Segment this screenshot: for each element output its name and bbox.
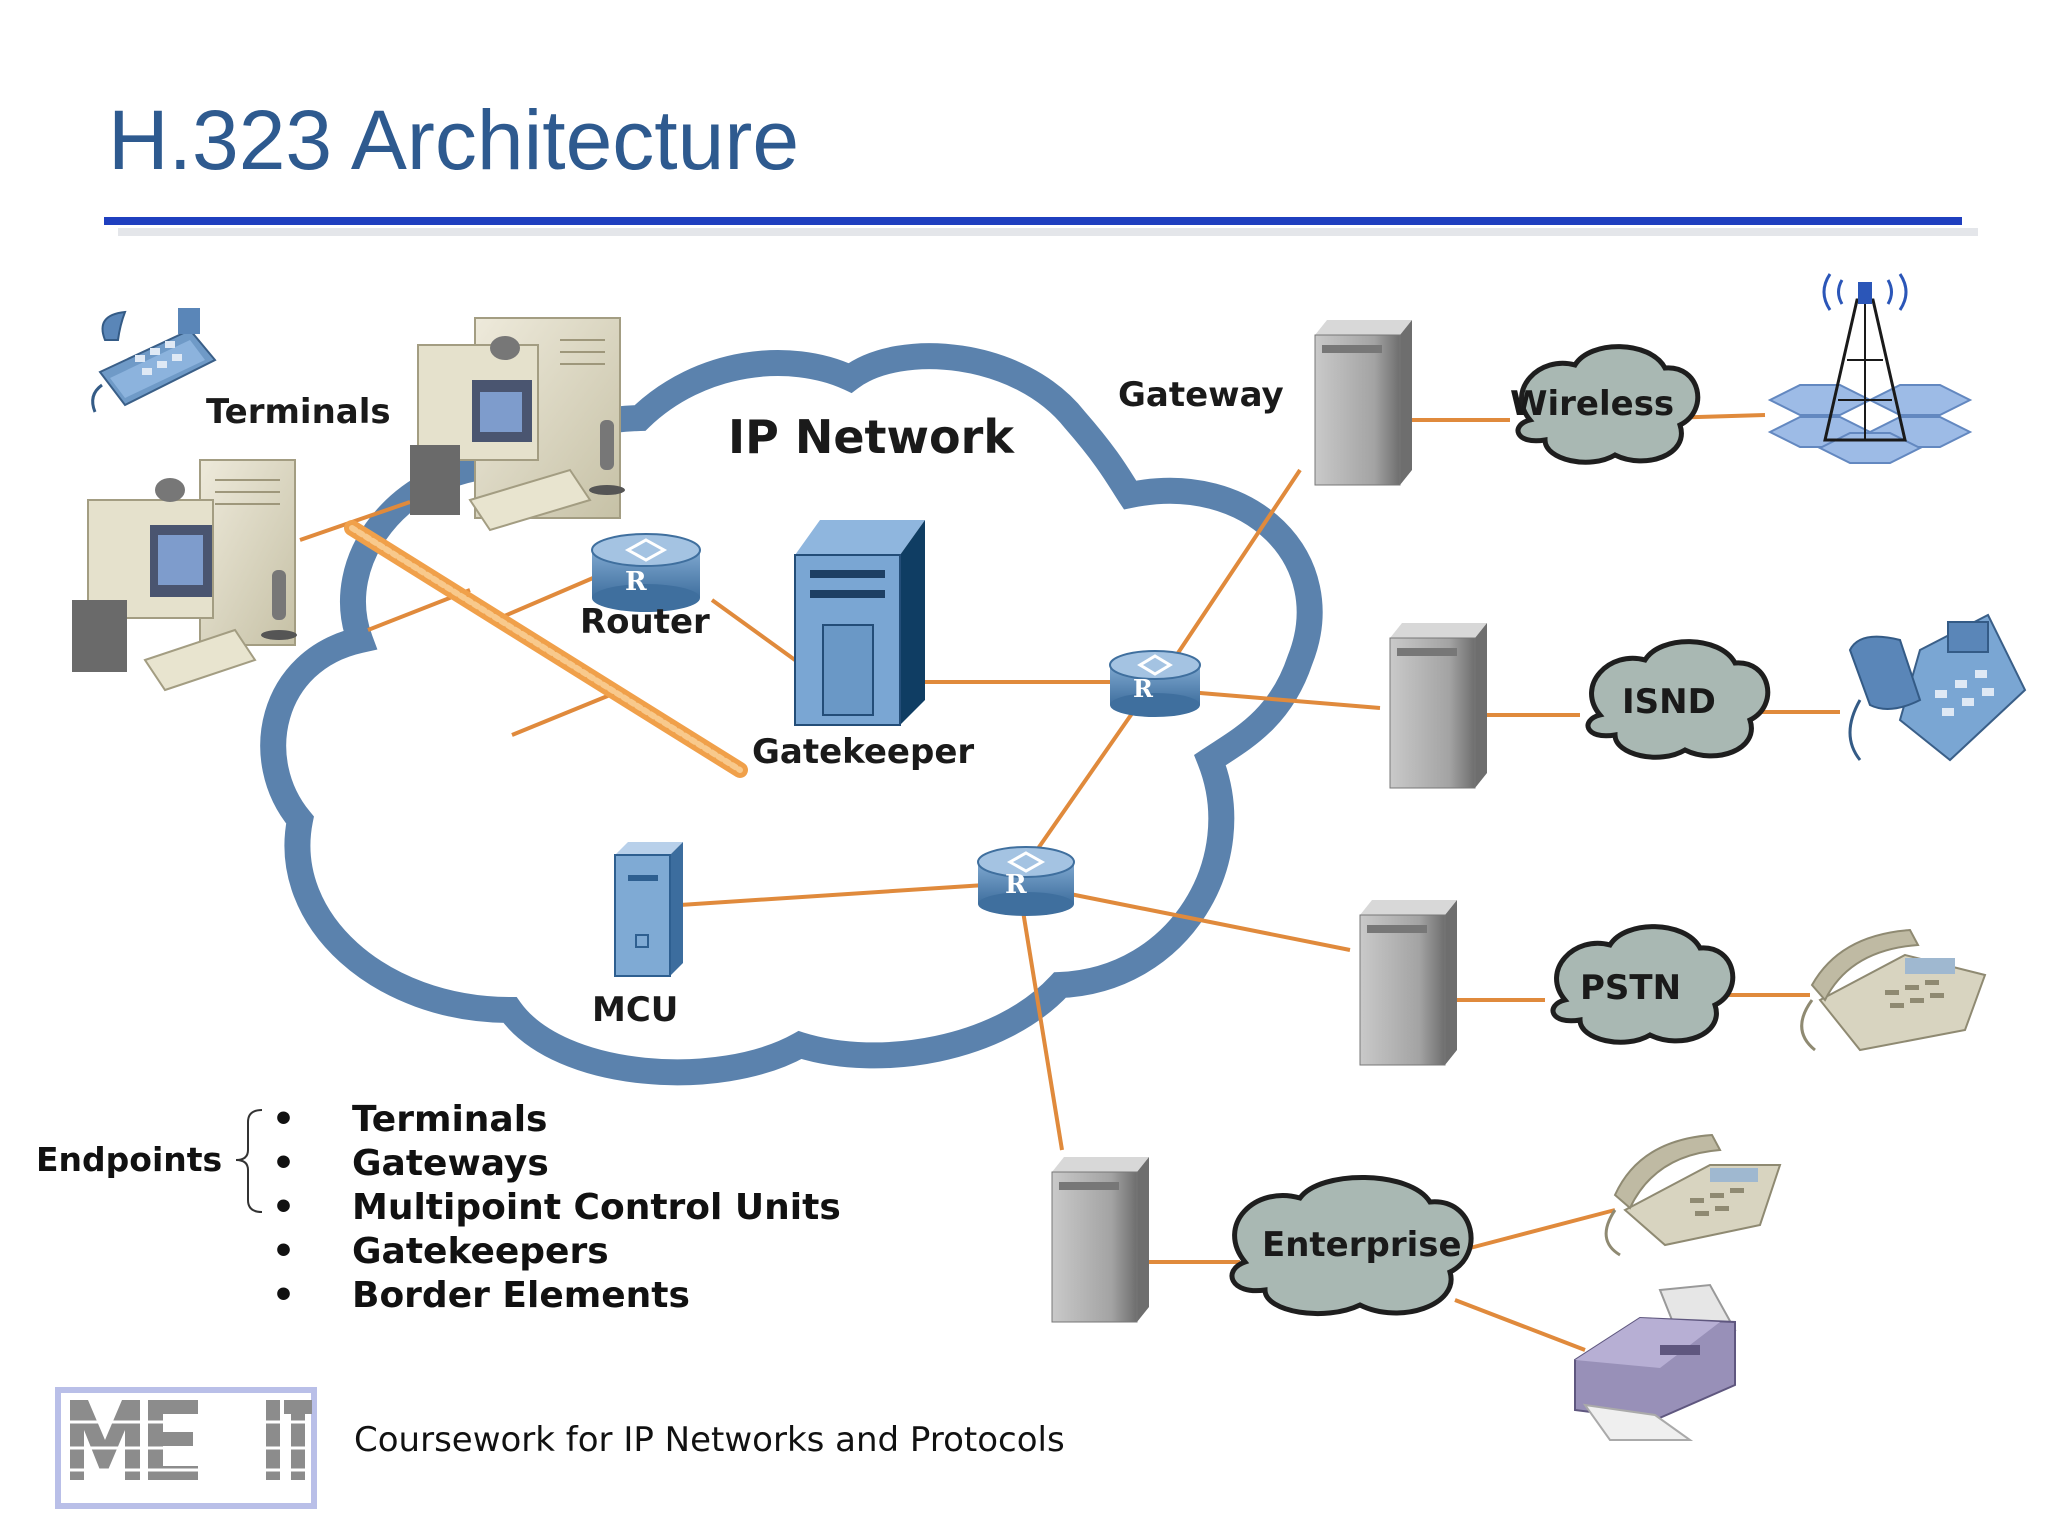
- enterprise-cloud-label: Enterprise: [1262, 1225, 1462, 1265]
- gateway-server-icon-enterprise: [1051, 1157, 1149, 1323]
- wireless-cloud-label: Wireless: [1510, 384, 1675, 424]
- footer-caption: Coursework for IP Networks and Protocols: [354, 1420, 1065, 1460]
- router-label: Router: [580, 602, 710, 642]
- router-top-icon: [591, 533, 701, 612]
- isnd-cloud-label: ISND: [1622, 682, 1716, 722]
- slide-title: H.323 Architecture: [108, 93, 800, 187]
- router-low-glyph: R: [1005, 870, 1027, 900]
- pstn-phone-icon: [1800, 928, 1987, 1052]
- network-links: [299, 413, 1840, 1352]
- gateway-server-icon-wireless: [1314, 320, 1412, 486]
- router-mid-icon: [1109, 650, 1201, 717]
- gatekeeper-label: Gatekeeper: [752, 732, 975, 772]
- enterprise-phone-icon: [1604, 1133, 1782, 1257]
- mcu-label: MCU: [592, 990, 679, 1030]
- terminal-pc-icon-1: [410, 317, 625, 532]
- ip-network-label: IP Network: [728, 410, 1014, 464]
- terminals-label: Terminals: [206, 392, 391, 432]
- isnd-cloud: [1585, 639, 1771, 760]
- gateway-server-icon-isnd: [1389, 623, 1487, 789]
- router-top-glyph: R: [625, 567, 647, 597]
- terminal-phone-icon: [91, 308, 217, 413]
- gateway-server-icon-pstn: [1359, 900, 1457, 1066]
- endpoints-brace: [235, 1109, 263, 1213]
- pstn-cloud: [1550, 924, 1736, 1045]
- isnd-phone-icon: [1848, 613, 2027, 762]
- endpoints-label: Endpoints: [36, 1140, 223, 1179]
- gatekeeper-server-icon: [794, 520, 925, 726]
- router-low-icon: [977, 846, 1075, 916]
- gateway-label: Gateway: [1118, 375, 1284, 415]
- title-rule: [104, 217, 1962, 225]
- merit-logo: [55, 1387, 317, 1509]
- fax-machine-icon: [1574, 1283, 1737, 1441]
- mcu-server-icon: [614, 842, 683, 977]
- cell-tower-icon: [1767, 273, 1973, 464]
- pstn-cloud-label: PSTN: [1580, 968, 1682, 1008]
- router-mid-glyph: R: [1133, 674, 1153, 703]
- lan-bus: [344, 520, 748, 778]
- title-rule-shadow: [118, 228, 1978, 236]
- terminal-pc-icon-2: [72, 459, 297, 692]
- wireless-cloud: [1515, 344, 1701, 465]
- enterprise-cloud: [1229, 1175, 1474, 1317]
